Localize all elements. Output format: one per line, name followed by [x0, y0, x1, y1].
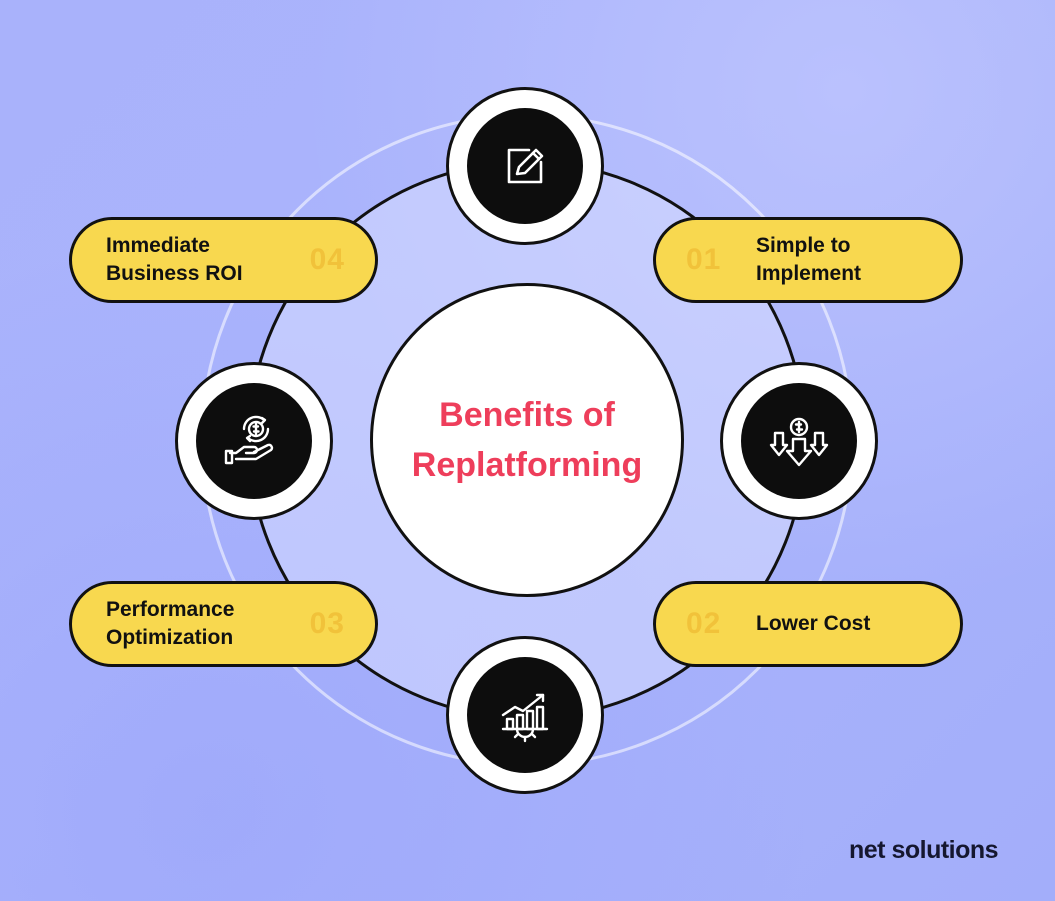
- benefit-label-line2: Business ROI: [106, 262, 243, 285]
- center-title: Benefits of Replatforming: [407, 390, 647, 490]
- cost-down-icon: [769, 417, 829, 467]
- brand-logo: net solutions: [849, 836, 999, 864]
- center-circle: Benefits of Replatforming: [370, 283, 684, 597]
- benefit-number: 02: [686, 607, 722, 640]
- benefit-label-line2: Optimization: [106, 626, 234, 649]
- center-title-line2: Replatforming: [411, 446, 643, 484]
- benefit-label: Performance Optimization: [106, 596, 234, 652]
- icon-node-immediate-business-roi: [175, 362, 333, 520]
- benefit-number: 04: [309, 243, 345, 276]
- growth-chart-icon: [501, 693, 549, 743]
- benefit-number: 01: [686, 243, 722, 276]
- benefit-label: Lower Cost: [756, 610, 870, 638]
- benefit-label: Immediate Business ROI: [106, 232, 243, 288]
- benefit-label-line1: Immediate: [106, 234, 210, 257]
- benefit-pill-03: Performance Optimization 03: [69, 581, 378, 667]
- money-hand-icon: [224, 415, 274, 465]
- benefit-label: Simple to Implement: [756, 232, 861, 288]
- benefit-label-line1: Simple to: [756, 234, 851, 257]
- benefit-label-line2: Implement: [756, 262, 862, 285]
- icon-node-simple-to-implement: [446, 87, 604, 245]
- benefit-label-line1: Lower Cost: [756, 612, 871, 635]
- benefit-pill-04: Immediate Business ROI 04: [69, 217, 378, 303]
- benefit-pill-02: 02 Lower Cost: [653, 581, 963, 667]
- icon-node-performance-optimization: [446, 636, 604, 794]
- center-title-line1: Benefits of: [439, 396, 615, 434]
- benefit-label-line1: Performance: [106, 598, 235, 621]
- icon-node-lower-cost: [720, 362, 878, 520]
- edit-icon: [507, 148, 544, 184]
- benefit-number: 03: [309, 607, 345, 640]
- benefit-pill-01: 01 Simple to Implement: [653, 217, 963, 303]
